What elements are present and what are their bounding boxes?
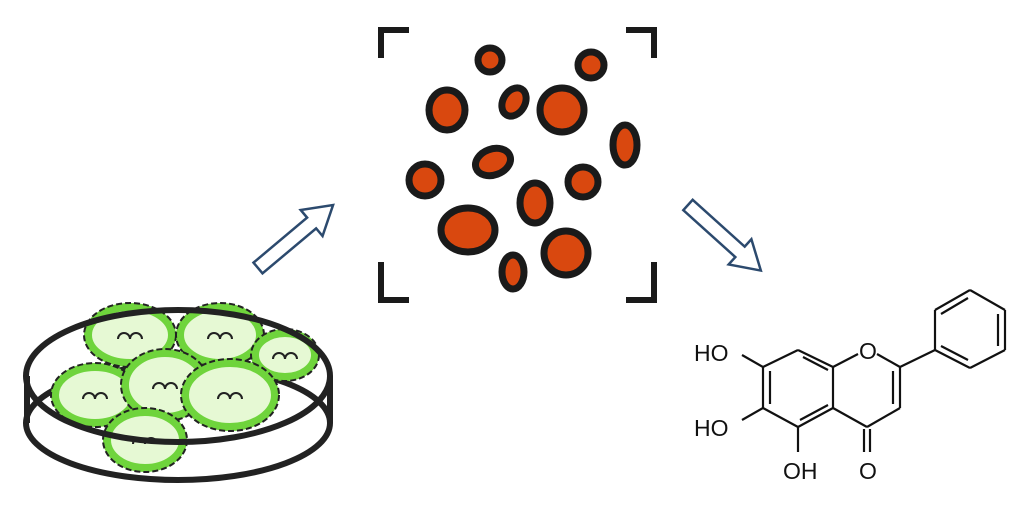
callus-fold [272, 352, 298, 360]
cell [536, 84, 588, 136]
atom-label-oh: OH [783, 458, 818, 484]
cell [405, 160, 445, 200]
arrow-icon [681, 198, 763, 273]
cell [609, 121, 641, 169]
cell [540, 227, 592, 279]
callus-icon [50, 302, 320, 473]
cell [574, 48, 608, 82]
callus-clump [251, 329, 319, 381]
cell [516, 179, 554, 227]
atom-label-ho: HO [694, 415, 729, 441]
callus-fold [207, 332, 233, 340]
petri-dish-icon [23, 302, 333, 483]
frame-corners [378, 27, 657, 303]
callus-fold [152, 382, 178, 390]
callus-fold [82, 392, 108, 400]
cell [472, 144, 514, 180]
atom-label-o: O [859, 458, 877, 484]
callus-outline [180, 358, 280, 432]
callus-clump [181, 359, 279, 431]
arrow-icon [251, 203, 335, 276]
cell [437, 204, 499, 256]
atom-label-ho: HO [694, 340, 729, 366]
atom-label-o: O [859, 338, 877, 364]
cell [425, 86, 469, 134]
molecule-structure: HO HO OH O O [694, 289, 1007, 484]
callus-clump [84, 303, 176, 367]
cell-suspension-icon [378, 27, 657, 303]
cell [564, 163, 602, 201]
cell [498, 251, 528, 293]
callus-fold [117, 332, 143, 340]
cell [474, 44, 506, 76]
callus-fold [217, 392, 243, 400]
cell [498, 84, 530, 120]
